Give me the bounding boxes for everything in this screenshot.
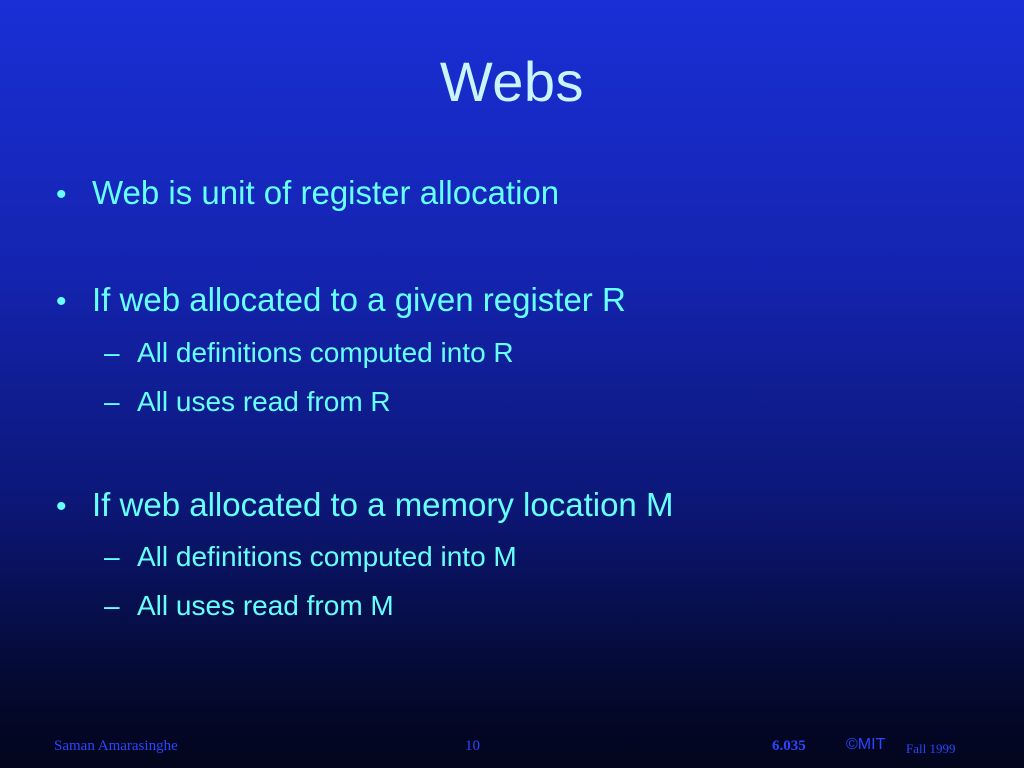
slide-title: Webs <box>439 50 585 113</box>
footer-page-number: 10 <box>465 738 480 754</box>
bullet-item: • Web is unit of register allocation <box>56 173 559 215</box>
sub-bullet-marker: – <box>104 590 120 621</box>
bullet-marker: • <box>56 285 67 318</box>
footer-term: Fall 1999 <box>906 741 956 756</box>
sub-bullet-marker: – <box>104 386 120 417</box>
sub-bullet-item: – All uses read from R <box>104 385 391 419</box>
sub-bullet-text: All uses read from M <box>137 590 394 621</box>
bullet-item: • If web allocated to a memory location … <box>56 485 673 527</box>
bullet-marker: • <box>56 178 67 211</box>
sub-bullet-item: – All definitions computed into M <box>104 540 517 574</box>
bullet-text: If web allocated to a memory location M <box>92 486 674 523</box>
sub-bullet-text: All definitions computed into M <box>137 541 517 572</box>
bullet-marker: • <box>56 490 67 523</box>
sub-bullet-marker: – <box>104 337 120 368</box>
sub-bullet-text: All uses read from R <box>137 386 391 417</box>
bullet-item: • If web allocated to a given register R <box>56 280 626 322</box>
sub-bullet-marker: – <box>104 541 120 572</box>
footer-author: Saman Amarasinghe <box>54 738 178 754</box>
footer-course-number: 6.035 <box>772 738 806 754</box>
sub-bullet-item: – All definitions computed into R <box>104 336 514 370</box>
sub-bullet-text: All definitions computed into R <box>137 337 514 368</box>
sub-bullet-item: – All uses read from M <box>104 589 394 623</box>
bullet-text: If web allocated to a given register R <box>92 281 626 318</box>
footer-copyright: ©MIT <box>846 736 886 753</box>
bullet-text: Web is unit of register allocation <box>92 174 560 211</box>
